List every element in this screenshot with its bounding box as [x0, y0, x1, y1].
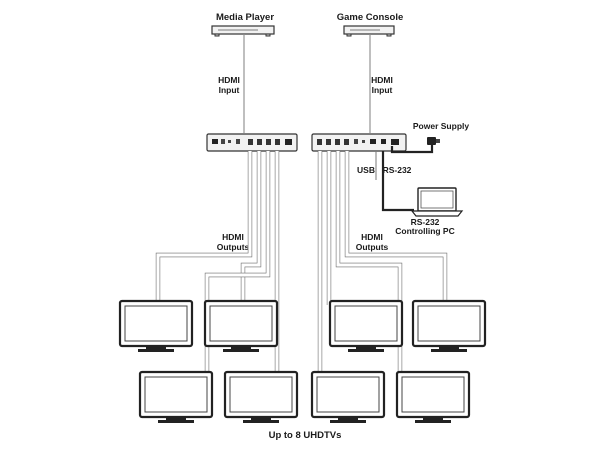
tv-icon [203, 299, 279, 352]
usb-label: USB [357, 165, 375, 175]
media-player-icon [211, 25, 275, 37]
tv-icon [118, 299, 194, 352]
rs232-label: RS-232 [383, 165, 412, 175]
tv-icon [328, 299, 404, 352]
hdmi-outputs-label-left-line1: HDMI [222, 232, 244, 242]
hdmi-outputs-label-right-line2: Outputs [356, 242, 389, 252]
rs232-pc-label-line2: Controlling PC [395, 226, 455, 236]
game-console-icon [343, 25, 395, 37]
splitter-right-icon [311, 133, 407, 152]
laptop-icon [410, 187, 464, 217]
footer-label: Up to 8 UHDTVs [269, 430, 342, 441]
tv-icon [395, 370, 471, 423]
power-supply-label: Power Supply [413, 121, 469, 131]
tv-icon [223, 370, 299, 423]
hdmi-input-label-right-line1: HDMI [371, 75, 393, 85]
tv-icon [411, 299, 487, 352]
hdmi-outputs-label-left-line2: Outputs [217, 242, 250, 252]
rs232-pc-label-line1: RS-232 [411, 217, 440, 227]
tv-icon [138, 370, 214, 423]
tv-icon [310, 370, 386, 423]
hdmi-input-label-right-line2: Input [372, 85, 393, 95]
game-console-label: Game Console [337, 12, 404, 23]
power-adapter-icon [390, 137, 440, 154]
hdmi-input-label-left-line1: HDMI [218, 75, 240, 85]
hdmi-outputs-label-right-line1: HDMI [361, 232, 383, 242]
hdmi-input-label-left-line2: Input [219, 85, 240, 95]
media-player-label: Media Player [216, 12, 274, 23]
rs232-cable [381, 151, 414, 212]
splitter-left-icon [206, 133, 298, 152]
